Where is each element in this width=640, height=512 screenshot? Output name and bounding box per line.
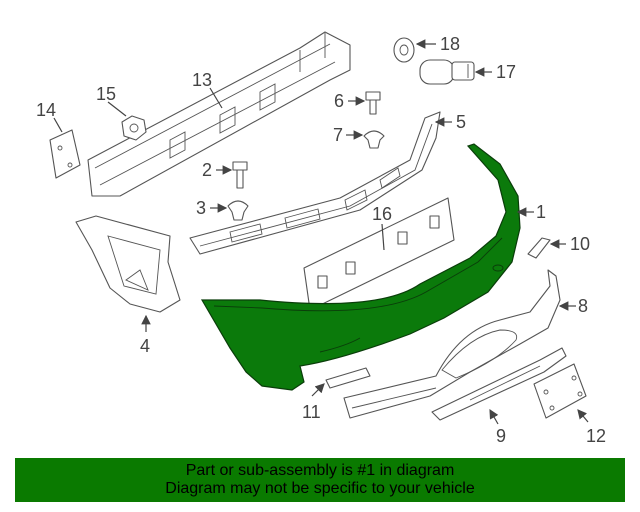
lower-trim-part-11 bbox=[325, 367, 371, 389]
clip-set-part-16 bbox=[303, 197, 455, 311]
leader-11 bbox=[311, 383, 325, 397]
callout-9: 9 bbox=[496, 426, 506, 446]
callout-14: 14 bbox=[36, 100, 56, 120]
callout-2: 2 bbox=[202, 160, 212, 180]
callout-7: 7 bbox=[333, 125, 343, 145]
callout-1: 1 bbox=[536, 202, 546, 222]
nut-part-15 bbox=[121, 115, 147, 141]
bumper-cover-part-1 bbox=[200, 143, 521, 391]
callout-18: 18 bbox=[440, 34, 460, 54]
callout-13: 13 bbox=[192, 70, 212, 90]
callout-6: 6 bbox=[334, 91, 344, 111]
plate-bracket-part-12 bbox=[533, 363, 587, 419]
caption-line-1: Part or sub-assembly is #1 in diagram bbox=[185, 462, 455, 479]
bolt-part-2 bbox=[232, 161, 248, 189]
callout-15: 15 bbox=[96, 84, 116, 104]
reflector-part-10 bbox=[527, 237, 551, 259]
callout-12: 12 bbox=[586, 426, 606, 446]
callout-16: 16 bbox=[372, 204, 392, 224]
caption-banner: Part or sub-assembly is #1 in diagram Di… bbox=[15, 458, 625, 502]
bolt-part-6 bbox=[365, 91, 381, 115]
callout-10: 10 bbox=[570, 234, 590, 254]
leader-16 bbox=[381, 223, 385, 251]
sensor-part-17 bbox=[419, 59, 475, 85]
lower-strip-part-9 bbox=[431, 347, 567, 421]
leader-9 bbox=[489, 408, 499, 425]
leader-15 bbox=[107, 101, 127, 117]
caption-line-2: Diagram may not be specific to your vehi… bbox=[165, 480, 475, 497]
clip-part-7 bbox=[363, 130, 385, 149]
callout-11: 11 bbox=[302, 402, 321, 422]
callout-8: 8 bbox=[578, 296, 588, 316]
reinforcement-bar-part-13 bbox=[87, 31, 351, 197]
leader-13 bbox=[209, 87, 223, 109]
clip-part-3 bbox=[227, 200, 249, 221]
leader-12 bbox=[577, 409, 589, 423]
grommet-part-18 bbox=[393, 37, 415, 63]
callout-4: 4 bbox=[140, 336, 150, 356]
callout-5: 5 bbox=[456, 112, 466, 132]
callout-3: 3 bbox=[196, 198, 206, 218]
leader-14 bbox=[53, 117, 63, 133]
callout-17: 17 bbox=[496, 62, 516, 82]
bracket-part-14 bbox=[49, 129, 81, 179]
bumper-cover-shape bbox=[200, 143, 521, 391]
diffuser-part-8 bbox=[343, 269, 561, 419]
parts-diagram: 13 14 15 18 17 6 7 5 bbox=[36, 31, 606, 446]
side-bracket-part-4 bbox=[75, 215, 181, 313]
